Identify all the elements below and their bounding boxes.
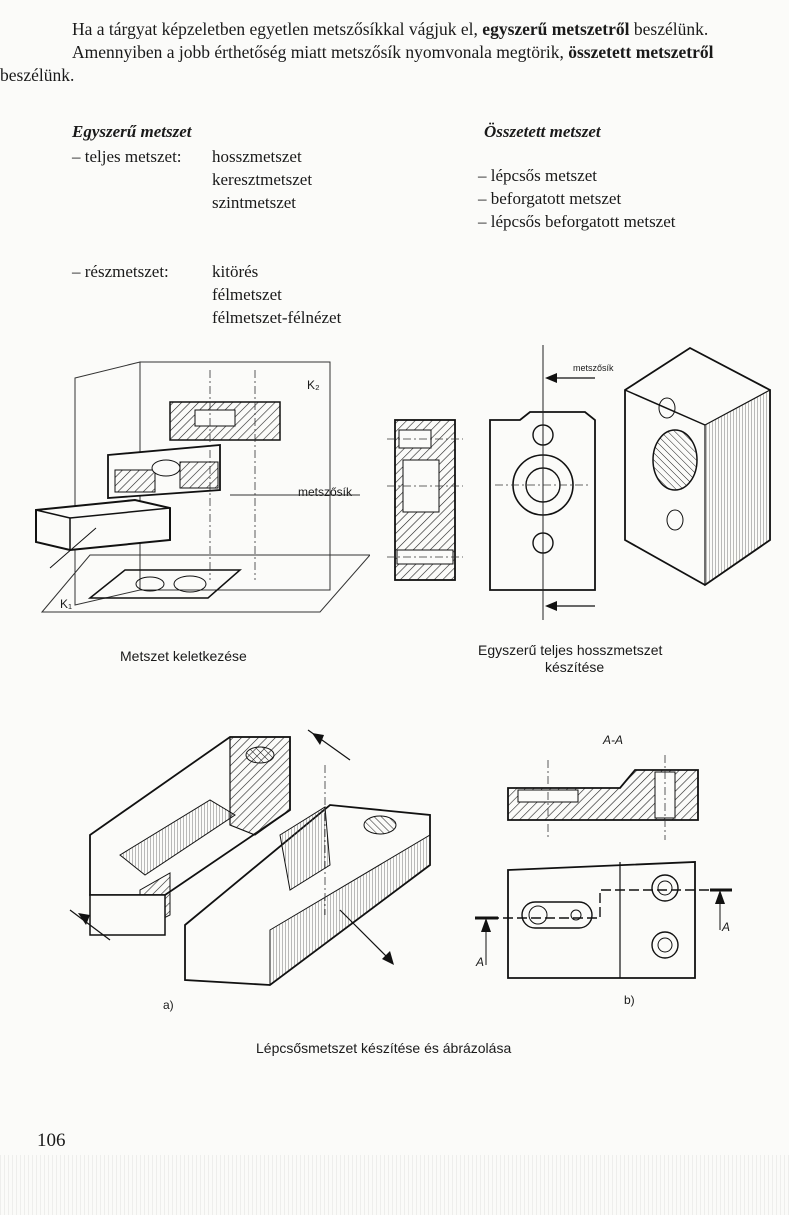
label-sub-b: b) xyxy=(624,993,635,1007)
osszetett-item: – lépcsős metszet xyxy=(478,166,597,185)
intro-paragraph: Ha a tárgyat képzeletben egyetlen metsző… xyxy=(0,18,789,87)
teljes-item: keresztmetszet xyxy=(212,170,313,189)
resz-list: kitörés félmetszet félmetszet-félnézet xyxy=(212,260,341,329)
label-metszosik: metszősík xyxy=(298,485,353,499)
fig2-caption-line1: Egyszerű teljes hosszmetszet xyxy=(478,642,663,658)
resz-item: félmetszet xyxy=(212,285,282,304)
teljes-item: hosszmetszet xyxy=(212,147,302,166)
intro-line-3: beszélünk. xyxy=(0,65,75,85)
page-number: 106 xyxy=(37,1130,66,1151)
fig1-caption: Metszet keletkezése xyxy=(120,648,247,664)
label-k2: K₂ xyxy=(307,378,320,392)
figure-teljes-hosszmetszet xyxy=(387,345,771,620)
label-metszosik-2: metszősík xyxy=(573,363,614,373)
label-sub-a: a) xyxy=(163,998,174,1012)
figure-metszet-keletkezese xyxy=(35,361,370,613)
osszetett-list: – lépcsős metszet – beforgatott metszet … xyxy=(478,164,676,233)
fig3-caption: Lépcsősmetszet készítése és ábrázolása xyxy=(256,1040,512,1056)
scan-noise xyxy=(0,1155,789,1215)
resz-label: – részmetszet: xyxy=(72,262,169,281)
fig2-caption-line2: készítése xyxy=(545,659,605,675)
resz-item: félmetszet-félnézet xyxy=(212,308,342,327)
teljes-label: – teljes metszet: xyxy=(72,147,182,166)
resz-item: kitörés xyxy=(212,262,259,281)
intro-line-1: Ha a tárgyat képzeletben egyetlen metsző… xyxy=(72,19,709,39)
teljes-list: hosszmetszet keresztmetszet szintmetszet xyxy=(212,145,312,214)
osszetett-heading: Összetett metszet xyxy=(484,122,601,141)
figure-lepcsos-a xyxy=(69,729,431,986)
intro-line-2: Amennyiben a jobb érthetőség miatt metsz… xyxy=(72,42,714,62)
label-aa: A-A xyxy=(603,733,624,747)
label-a-right: A xyxy=(722,920,731,934)
figure-lepcsos-b xyxy=(475,755,732,979)
label-a-left: A xyxy=(476,955,485,969)
egyszeru-heading: Egyszerű metszet xyxy=(72,122,192,141)
teljes-item: szintmetszet xyxy=(212,193,297,212)
label-k1: K₁ xyxy=(60,597,73,611)
osszetett-item: – lépcsős beforgatott metszet xyxy=(478,212,676,231)
osszetett-item: – beforgatott metszet xyxy=(478,189,622,208)
